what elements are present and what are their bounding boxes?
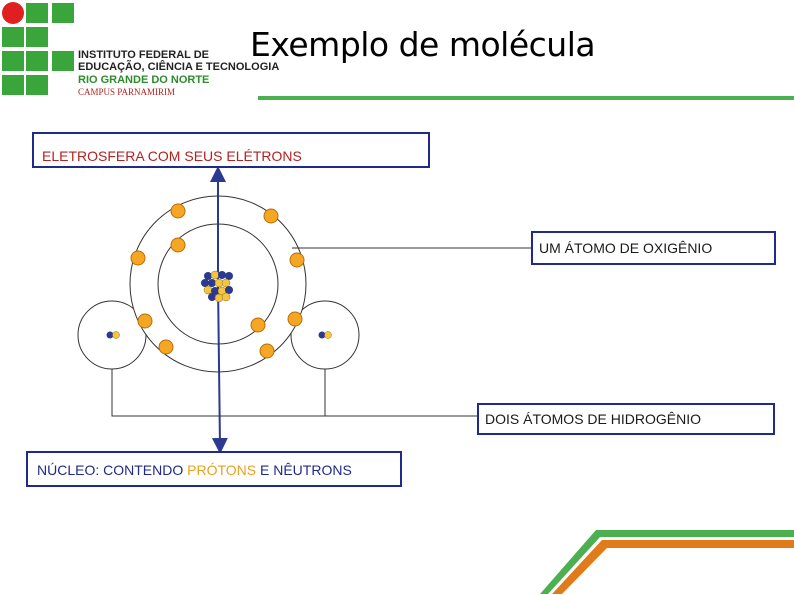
header-divider-line [258, 96, 794, 100]
neutron [204, 272, 212, 280]
logo-square [2, 75, 24, 95]
electron [137, 313, 153, 329]
logo-square [26, 51, 48, 71]
electron [289, 252, 305, 268]
logo-mark [2, 2, 74, 95]
nucleo-prefix: NÚCLEO: CONTENDO [37, 462, 188, 478]
logo-square [52, 3, 74, 23]
hydrogen-proton [112, 331, 120, 339]
neutron [211, 287, 219, 295]
logo-line-2: EDUCAÇÃO, CIÊNCIA E TECNOLOGIA [78, 61, 280, 73]
hydrogen-connector-line [111, 369, 477, 417]
nucleo-neutrons: NÊUTRONS [273, 462, 352, 478]
neutron [208, 293, 216, 301]
hydrogen-proton [324, 331, 332, 339]
proton [210, 270, 220, 280]
logo-red-dot [2, 2, 24, 24]
neutron [225, 286, 233, 294]
nucleo-mid: E [256, 462, 274, 478]
electron [170, 203, 186, 219]
logo-line-4: CAMPUS PARNAMIRIM [78, 87, 175, 97]
electron [287, 311, 303, 327]
label-hidrogenio: DOIS ÁTOMOS DE HIDROGÊNIO [477, 403, 775, 435]
accent-bar-orange [552, 540, 794, 594]
slide-title: Exemplo de molécula [250, 25, 596, 64]
neutron [201, 279, 209, 287]
nucleus [201, 270, 233, 303]
proton [221, 292, 231, 302]
label-nucleo: NÚCLEO: CONTENDO PRÓTONS E NÊUTRONS [26, 451, 402, 487]
nucleo-protons: PRÓTONS [187, 462, 257, 478]
neutron [225, 272, 233, 280]
electron [259, 343, 275, 359]
logo-square [52, 51, 74, 71]
neutron [208, 279, 216, 287]
logo-line-1: INSTITUTO FEDERAL DE [78, 49, 209, 61]
electron [263, 208, 279, 224]
proton [221, 278, 231, 288]
logo-square [2, 27, 24, 47]
hydrogen-electron [106, 331, 114, 339]
logo-square [2, 51, 24, 71]
neutron [218, 271, 226, 279]
label-eletrosfera: ELETROSFERA COM SEUS ELÉTRONS [32, 132, 430, 168]
logo-square [26, 27, 48, 47]
logo-line-3: RIO GRANDE DO NORTE [78, 74, 210, 86]
electron [158, 339, 174, 355]
logo-square [26, 75, 48, 95]
logo-square [26, 3, 48, 23]
electron [250, 317, 266, 333]
hydrogen-electron [318, 331, 326, 339]
electron [170, 237, 186, 253]
accent-bar-green [540, 530, 794, 594]
electron [130, 250, 146, 266]
label-oxigenio: UM ÁTOMO DE OXIGÊNIO [531, 231, 776, 265]
institution-logo: INSTITUTO FEDERAL DE EDUCAÇÃO, CIÊNCIA E… [0, 0, 279, 100]
nucleo-arrow [211, 283, 228, 454]
proton [214, 293, 224, 303]
proton [203, 285, 213, 295]
